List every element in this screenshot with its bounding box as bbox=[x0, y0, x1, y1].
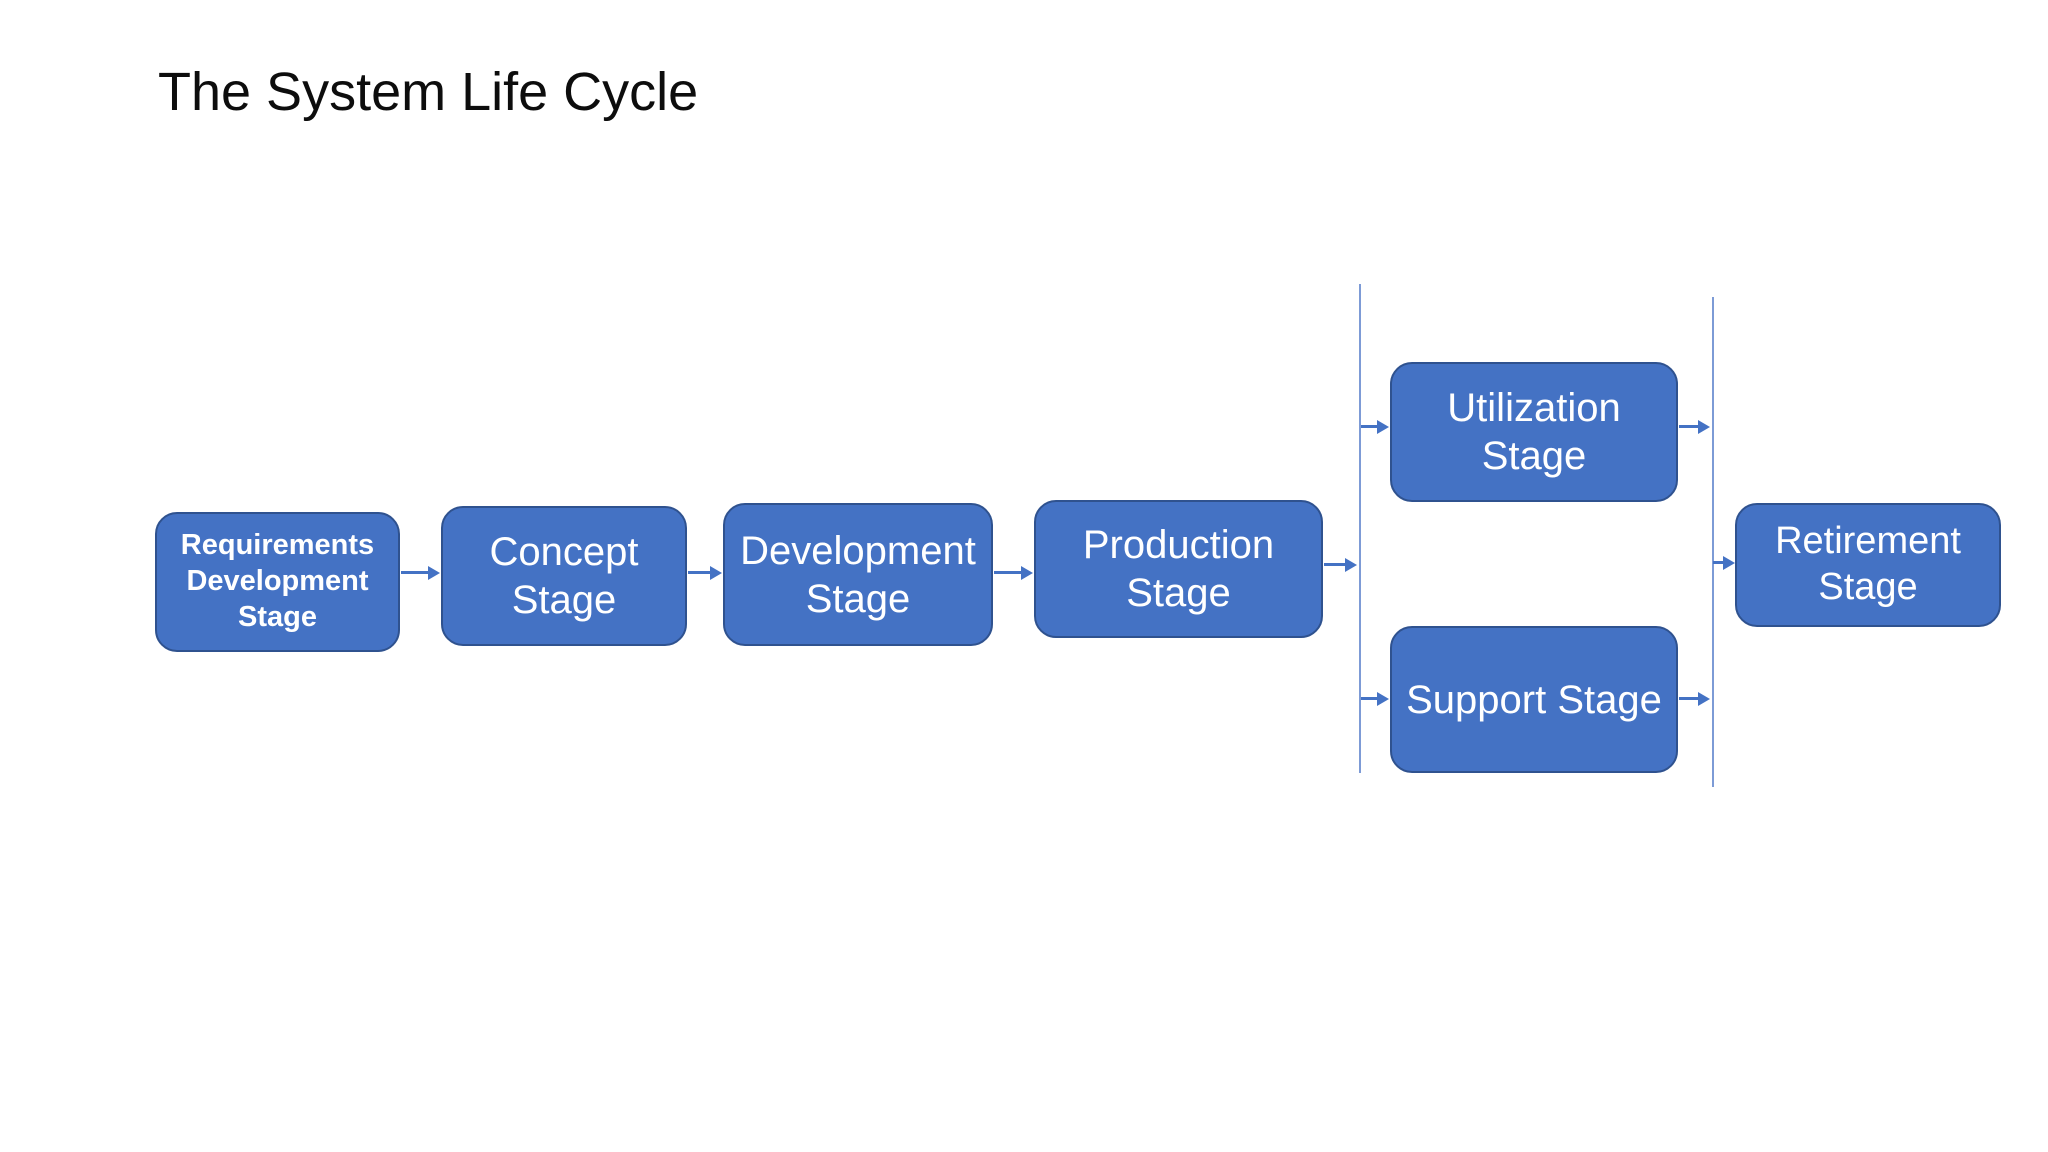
arrow-split-line-to-support bbox=[1361, 691, 1389, 706]
arrow-support-to-join-line bbox=[1679, 691, 1710, 706]
stage-box-utilization: Utilization Stage bbox=[1390, 362, 1678, 502]
stage-label-concept: Concept Stage bbox=[489, 530, 639, 622]
arrow-join-line-to-retirement bbox=[1713, 555, 1735, 570]
stage-label-development: Development Stage bbox=[740, 528, 976, 621]
stage-label-utilization: Utilization Stage bbox=[1447, 386, 1621, 478]
arrow-development-to-production bbox=[994, 565, 1033, 580]
arrow-utilization-to-join-line bbox=[1679, 419, 1710, 434]
stage-box-requirements-development: Requirements Development Stage bbox=[155, 512, 400, 652]
stage-box-concept: Concept Stage bbox=[441, 506, 687, 646]
arrow-concept-to-development bbox=[688, 565, 722, 580]
arrow-production-to-split-line bbox=[1324, 557, 1357, 572]
arrow-split-line-to-utilization bbox=[1361, 419, 1389, 434]
slide-title: The System Life Cycle bbox=[158, 62, 699, 122]
parallel-split-line bbox=[1359, 284, 1361, 773]
stage-label-requirements-development: Requirements Development Stage bbox=[180, 529, 375, 633]
stage-box-production: Production Stage bbox=[1034, 500, 1323, 638]
arrow-requirements-to-concept bbox=[401, 565, 440, 580]
stage-label-retirement: Retirement Stage bbox=[1775, 520, 1961, 608]
stage-box-support: Support Stage bbox=[1390, 626, 1678, 773]
stage-label-production: Production Stage bbox=[1082, 523, 1275, 615]
stage-box-retirement: Retirement Stage bbox=[1735, 503, 2001, 627]
stage-label-support: Support Stage bbox=[1406, 677, 1662, 722]
stage-box-development: Development Stage bbox=[723, 503, 993, 646]
parallel-join-line bbox=[1712, 297, 1714, 787]
